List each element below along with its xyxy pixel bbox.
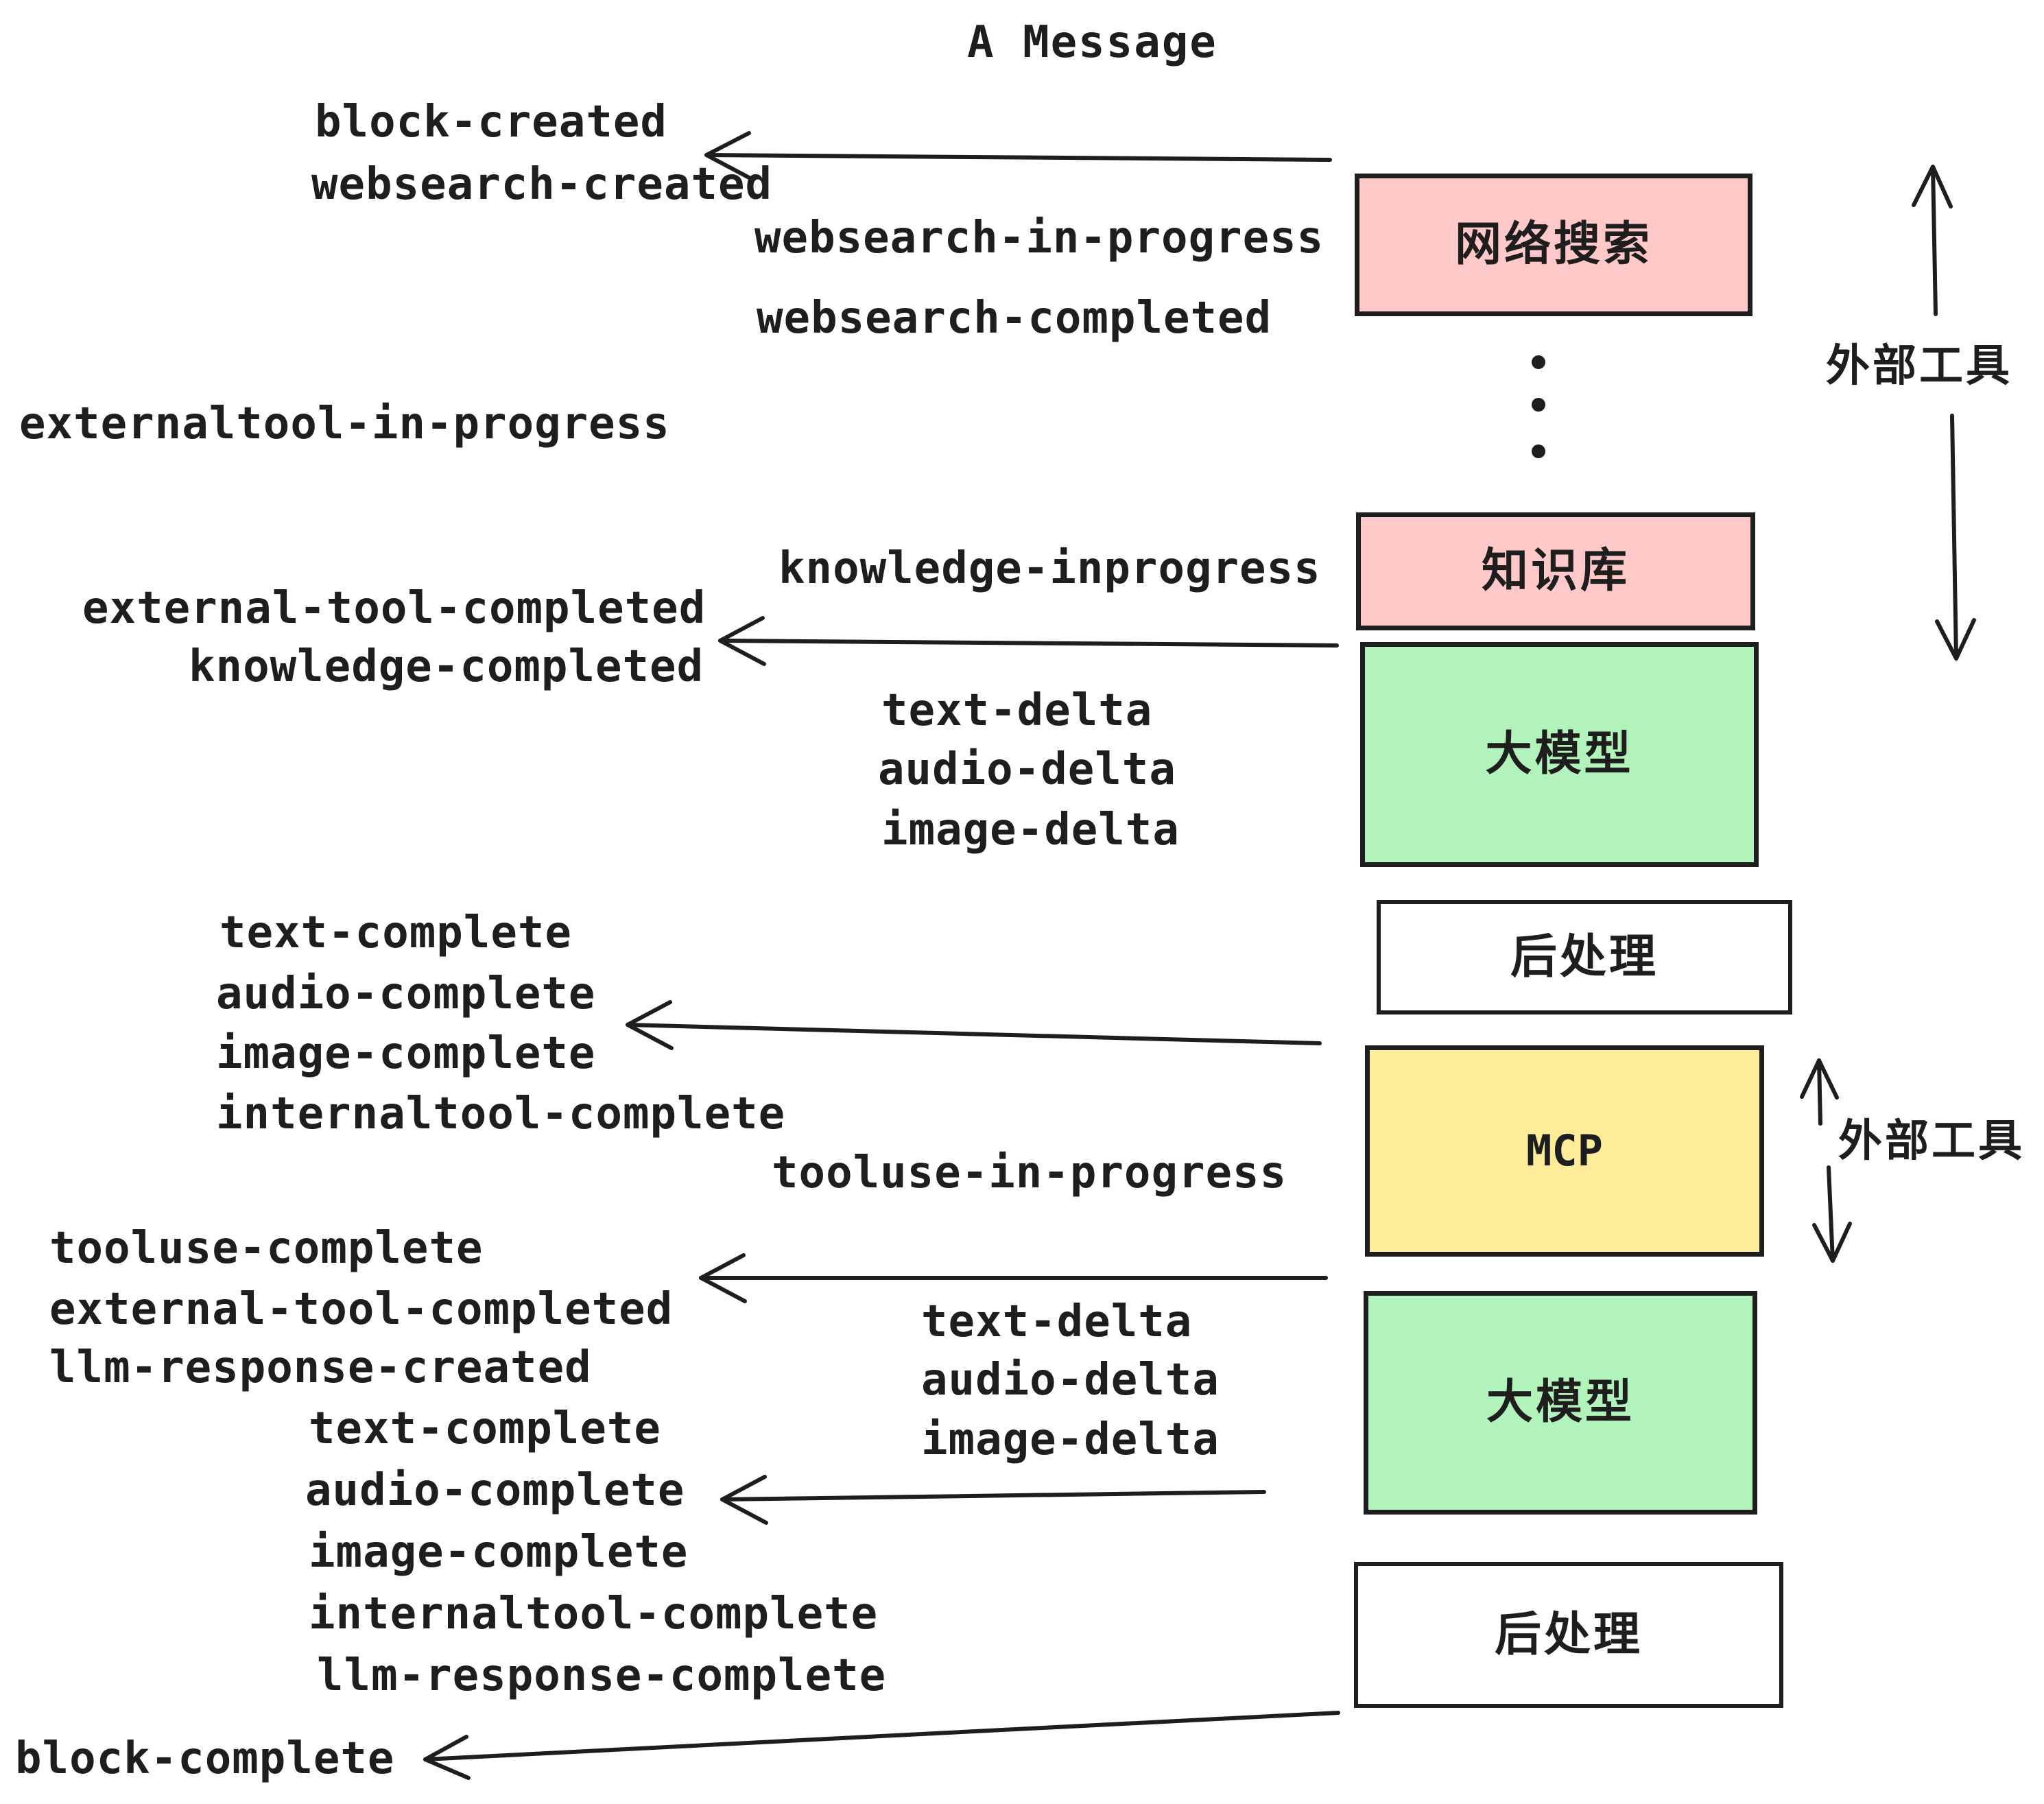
arrow-llm2-to-tooluse-complete bbox=[699, 1253, 1328, 1303]
event-label-text-delta-1: text-delta bbox=[881, 685, 1153, 736]
box-mcp: MCP bbox=[1365, 1045, 1764, 1257]
mcp-external-tools-label: 外部工具 bbox=[1838, 1116, 2025, 1167]
event-label-external-tool-completed-2: external-tool-completed bbox=[49, 1284, 674, 1335]
box-llm-1: 大模型 bbox=[1360, 642, 1759, 867]
event-label-external-tool-completed-1: external-tool-completed bbox=[82, 583, 706, 634]
event-label-audio-complete-1: audio-complete bbox=[216, 969, 596, 1019]
event-label-tooluse-complete: tooluse-complete bbox=[49, 1223, 484, 1274]
event-label-websearch-in-progress: websearch-in-progress bbox=[754, 213, 1324, 263]
box-llm-2: 大模型 bbox=[1364, 1291, 1757, 1515]
event-label-audio-delta-1: audio-delta bbox=[878, 744, 1176, 795]
event-label-block-created: block-created bbox=[315, 97, 667, 147]
ellipsis-dots bbox=[1532, 355, 1545, 458]
arrow-llm2-to-audio-complete bbox=[720, 1475, 1266, 1525]
event-label-llm-response-complete: llm-response-complete bbox=[317, 1650, 887, 1701]
event-label-llm-response-created: llm-response-created bbox=[49, 1342, 592, 1393]
box-llm-2-label: 大模型 bbox=[1486, 1375, 1635, 1429]
box-postprocess-1: 后处理 bbox=[1377, 900, 1792, 1014]
page-title: A Message bbox=[967, 17, 1217, 68]
box-postprocess-1-label: 后处理 bbox=[1510, 929, 1659, 984]
event-label-text-complete-2: text-complete bbox=[309, 1403, 661, 1454]
event-label-externaltool-in-progress: externaltool-in-progress bbox=[19, 399, 670, 449]
mcp-external-tools-arrow-up bbox=[1800, 1058, 1839, 1126]
box-websearch-label: 网络搜索 bbox=[1454, 217, 1652, 272]
event-label-websearch-completed: websearch-completed bbox=[757, 293, 1272, 344]
event-label-block-complete: block-complete bbox=[15, 1733, 395, 1784]
event-label-text-delta-2: text-delta bbox=[921, 1296, 1193, 1347]
event-label-audio-complete-2: audio-complete bbox=[305, 1465, 685, 1516]
box-knowledge-label: 知识库 bbox=[1481, 544, 1630, 598]
mcp-external-tools-arrow-down bbox=[1812, 1165, 1852, 1263]
event-label-audio-delta-2: audio-delta bbox=[921, 1355, 1220, 1405]
external-tools-span-arrow-down bbox=[1935, 414, 1976, 661]
event-label-tooluse-in-progress: tooluse-in-progress bbox=[772, 1148, 1287, 1198]
event-label-image-delta-2: image-delta bbox=[921, 1414, 1220, 1465]
box-postprocess-2-label: 后处理 bbox=[1494, 1607, 1643, 1662]
event-label-knowledge-inprogress: knowledge-inprogress bbox=[779, 543, 1321, 594]
arrow-llm1-to-knowledge-completed bbox=[718, 616, 1339, 666]
event-label-text-complete-1: text-complete bbox=[219, 907, 572, 958]
arrow-websearch-to-block-created bbox=[704, 131, 1332, 180]
external-tools-span-arrow-up bbox=[1912, 165, 1953, 316]
event-label-websearch-created: websearch-created bbox=[311, 159, 773, 210]
arrow-mcp-to-image-complete bbox=[626, 1000, 1322, 1050]
box-knowledge: 知识库 bbox=[1356, 512, 1755, 630]
event-label-image-complete-1: image-complete bbox=[216, 1028, 596, 1079]
box-mcp-label: MCP bbox=[1526, 1126, 1603, 1176]
event-label-image-delta-1: image-delta bbox=[881, 805, 1180, 855]
box-postprocess-2: 后处理 bbox=[1354, 1562, 1783, 1708]
box-websearch: 网络搜索 bbox=[1355, 174, 1752, 316]
external-tools-span-label: 外部工具 bbox=[1826, 341, 2012, 392]
event-label-knowledge-completed: knowledge-completed bbox=[189, 641, 704, 692]
event-label-internaltool-complete-1: internaltool-complete bbox=[216, 1089, 786, 1139]
arrow-postprocess2-to-block-complete bbox=[423, 1711, 1340, 1780]
box-llm-1-label: 大模型 bbox=[1485, 727, 1634, 781]
event-label-image-complete-2: image-complete bbox=[309, 1527, 689, 1578]
event-label-internaltool-complete-2: internaltool-complete bbox=[309, 1589, 879, 1639]
